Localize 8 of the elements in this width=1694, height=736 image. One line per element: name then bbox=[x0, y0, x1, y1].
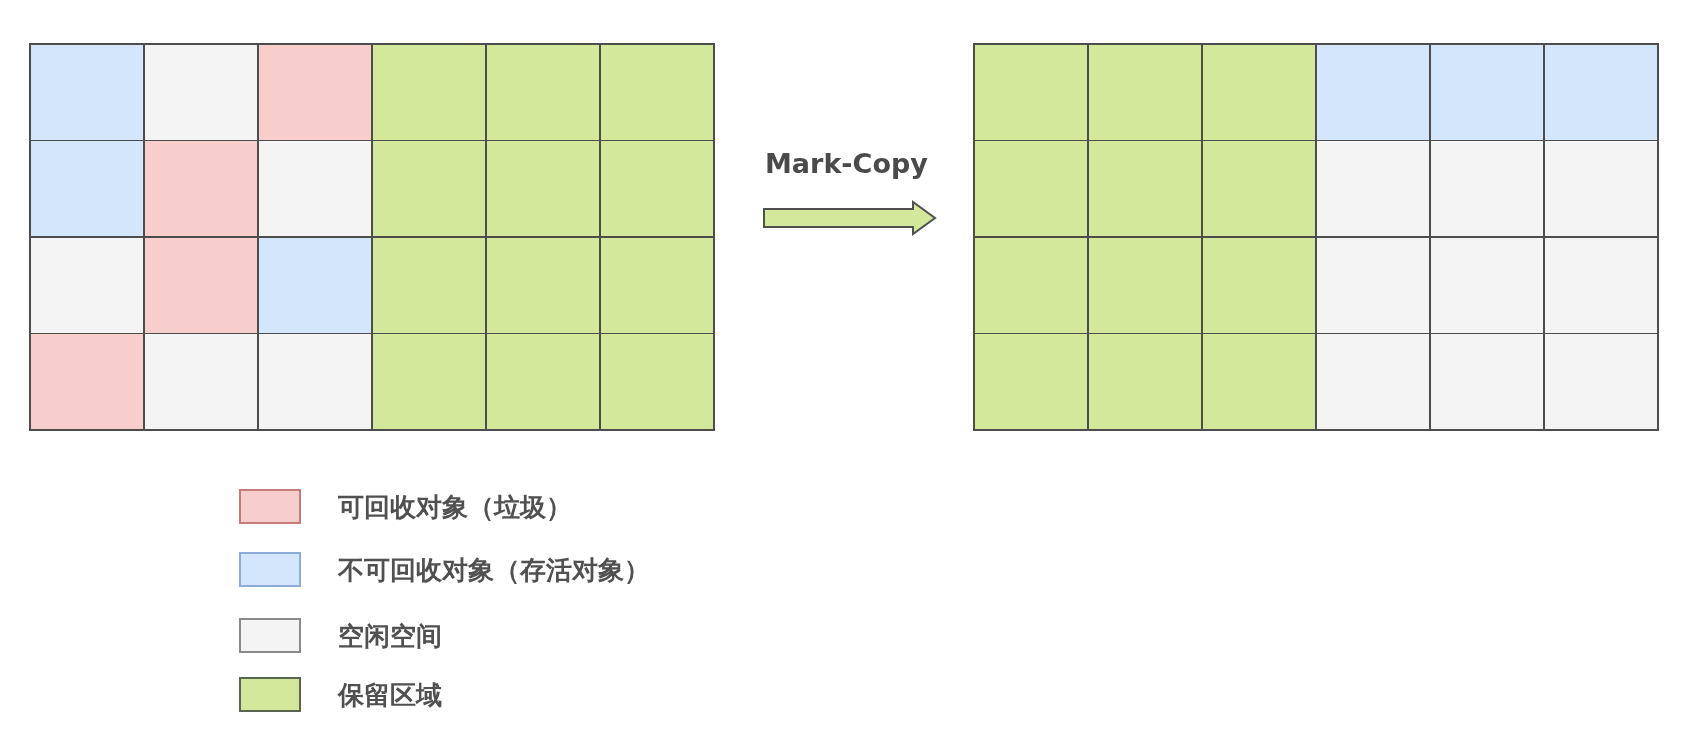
memory-grid bbox=[29, 43, 715, 431]
legend-label: 空闲空间 bbox=[338, 622, 442, 649]
legend-label: 保留区域 bbox=[338, 681, 442, 708]
memory-grid bbox=[973, 43, 1659, 431]
edge-label: Mark-Copy bbox=[765, 150, 928, 177]
legend-label: 不可回收对象（存活对象） bbox=[338, 556, 650, 583]
arrow bbox=[763, 200, 937, 236]
legend-label: 可回收对象（垃圾） bbox=[338, 493, 572, 520]
